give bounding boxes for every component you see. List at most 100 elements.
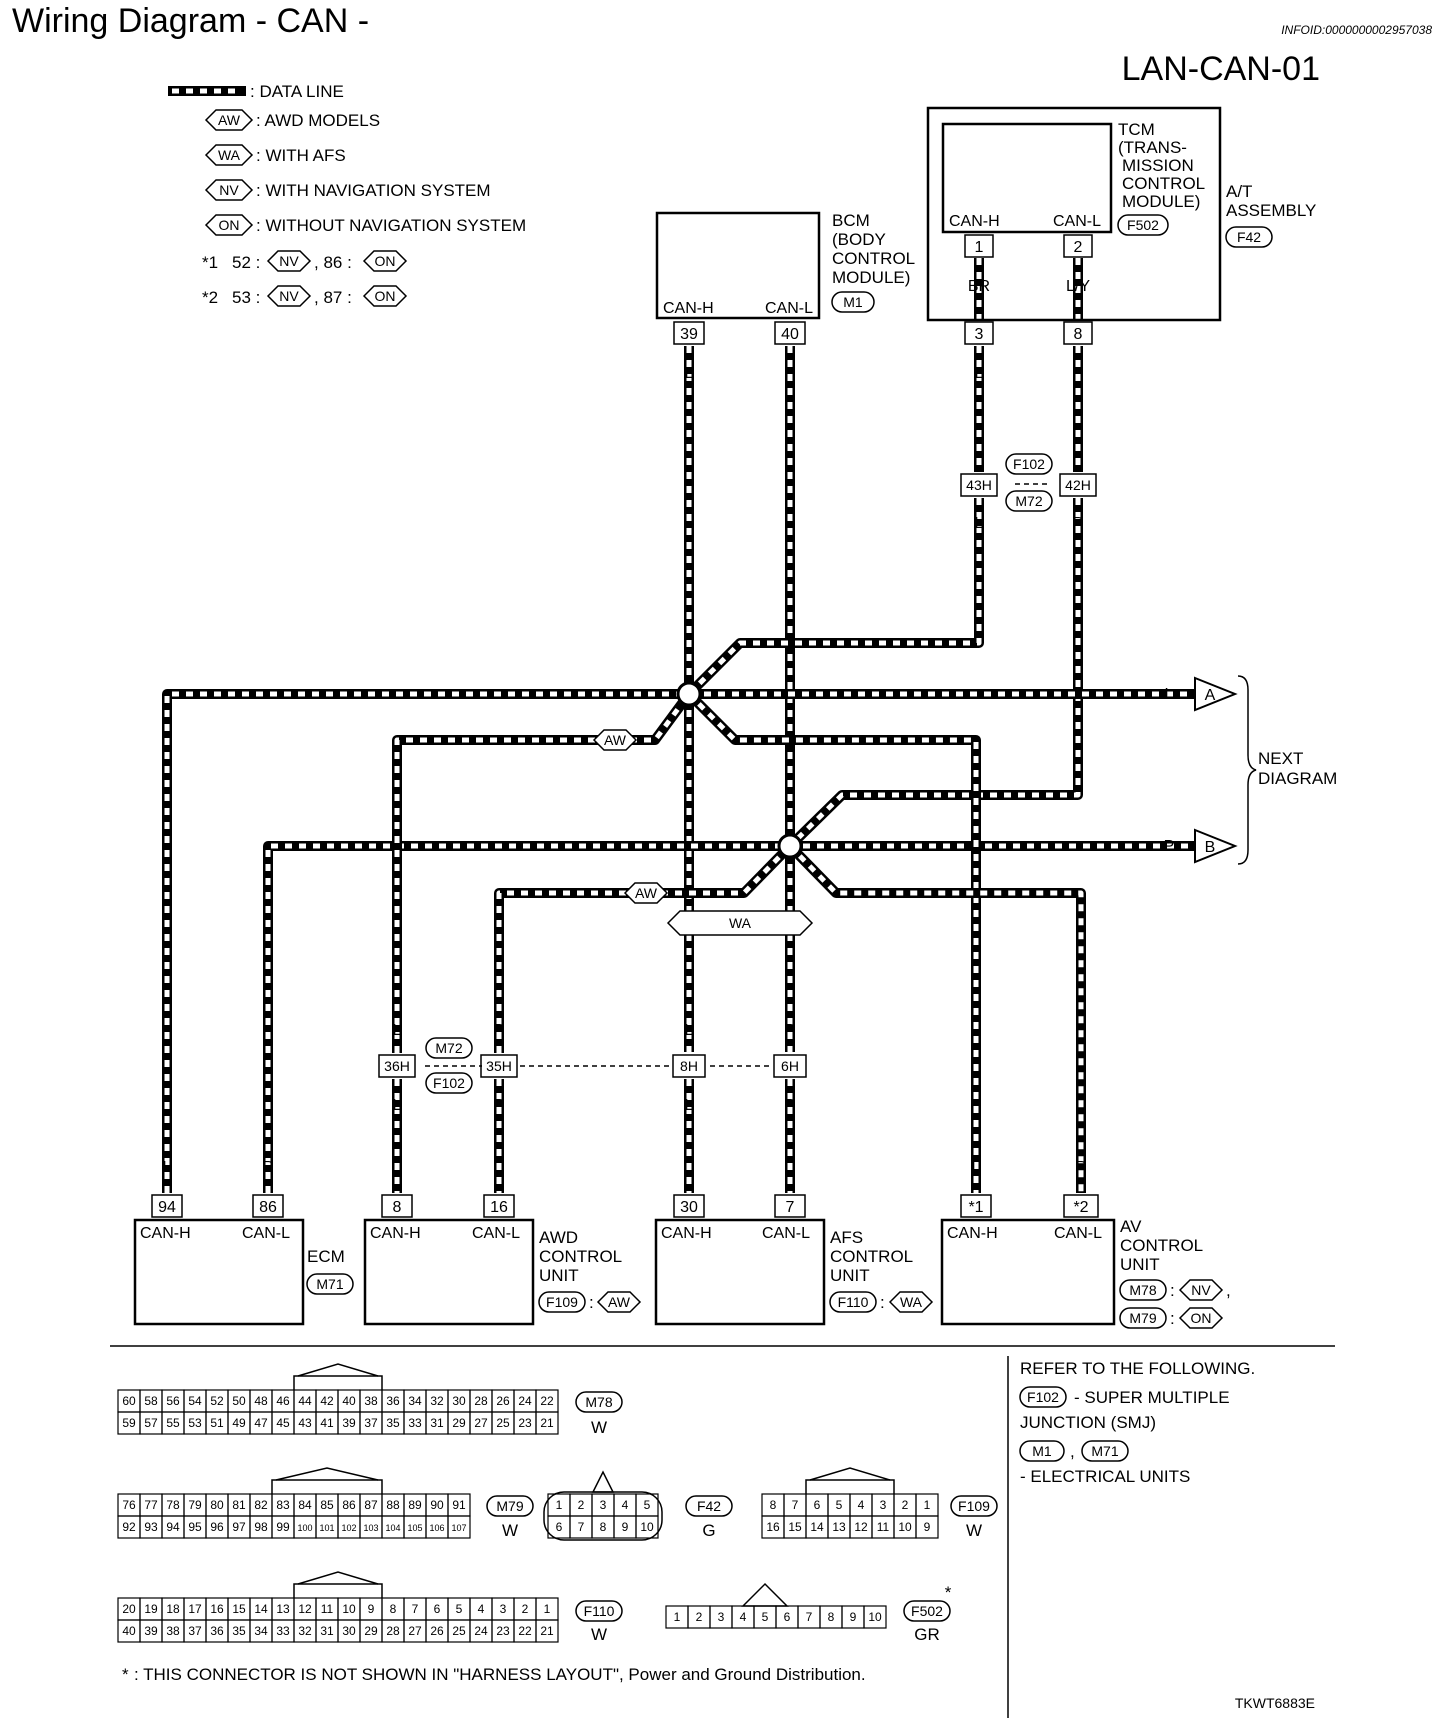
legend-data-line: : DATA LINE <box>250 82 344 101</box>
svg-text:6: 6 <box>556 1520 563 1534</box>
svg-text:2: 2 <box>902 1498 909 1512</box>
svg-text:38: 38 <box>364 1394 378 1408</box>
wire-can-l-trunk <box>263 841 1195 1193</box>
svg-text:14: 14 <box>810 1520 824 1534</box>
svg-text:P: P <box>1076 1159 1087 1176</box>
svg-text:2: 2 <box>522 1602 529 1616</box>
svg-text:94: 94 <box>166 1520 180 1534</box>
svg-text:F109: F109 <box>958 1498 990 1514</box>
svg-text:A: A <box>1205 687 1216 704</box>
svg-text:21: 21 <box>540 1416 554 1430</box>
svg-text:15: 15 <box>232 1602 246 1616</box>
svg-text:34: 34 <box>408 1394 422 1408</box>
svg-text:(TRANS-: (TRANS- <box>1118 138 1187 157</box>
svg-text:9: 9 <box>622 1520 629 1534</box>
svg-text:100: 100 <box>297 1523 312 1533</box>
svg-text:59: 59 <box>122 1416 136 1430</box>
svg-text:WA: WA <box>900 1294 923 1310</box>
svg-text:,: , <box>1070 1442 1075 1461</box>
svg-text:8: 8 <box>600 1520 607 1534</box>
svg-text:7: 7 <box>412 1602 419 1616</box>
svg-text:P: P <box>494 1022 505 1039</box>
svg-text:105: 105 <box>407 1523 422 1533</box>
svg-text:20: 20 <box>122 1602 136 1616</box>
svg-text:35: 35 <box>386 1416 400 1430</box>
svg-text:13: 13 <box>832 1520 846 1534</box>
svg-text:37: 37 <box>188 1624 202 1638</box>
svg-text:F110: F110 <box>838 1294 869 1310</box>
svg-text:36: 36 <box>210 1624 224 1638</box>
svg-text:6: 6 <box>434 1602 441 1616</box>
svg-text:10: 10 <box>898 1520 912 1534</box>
svg-text:DIAGRAM: DIAGRAM <box>1258 769 1337 788</box>
svg-text:M1: M1 <box>1032 1443 1052 1459</box>
svg-text:, 86 :: , 86 : <box>314 253 352 272</box>
svg-text:A/T: A/T <box>1226 182 1252 201</box>
svg-text:27: 27 <box>408 1624 422 1638</box>
svg-text:CONTROL: CONTROL <box>832 249 915 268</box>
svg-text:L: L <box>975 365 984 382</box>
wire-badge-aw-1: AW <box>592 729 638 751</box>
svg-text:7: 7 <box>792 1498 799 1512</box>
svg-text:AV: AV <box>1120 1217 1142 1236</box>
svg-text:3: 3 <box>880 1498 887 1512</box>
svg-text:*: * <box>945 1583 952 1602</box>
svg-text:51: 51 <box>210 1416 224 1430</box>
svg-text:WA: WA <box>729 915 752 931</box>
svg-text:9: 9 <box>850 1610 857 1624</box>
svg-text:106: 106 <box>429 1523 444 1533</box>
svg-text:M71: M71 <box>316 1276 343 1292</box>
svg-text:CAN-L: CAN-L <box>765 300 813 317</box>
svg-text:10: 10 <box>342 1602 356 1616</box>
svg-text:2: 2 <box>578 1498 585 1512</box>
svg-text:35: 35 <box>232 1624 246 1638</box>
afs-control-unit: 30 7 CAN-H CAN-L AFS CONTROL UNIT F110 :… <box>654 1194 934 1326</box>
svg-text:,: , <box>1226 1281 1231 1300</box>
svg-text:M78: M78 <box>585 1394 612 1410</box>
svg-text:11: 11 <box>321 1602 334 1616</box>
svg-text:ASSEMBLY: ASSEMBLY <box>1226 201 1316 220</box>
svg-text:93: 93 <box>144 1520 158 1534</box>
svg-text:*2: *2 <box>202 288 218 307</box>
svg-text:99: 99 <box>276 1520 290 1534</box>
svg-text:*1: *1 <box>968 1199 983 1216</box>
svg-text:13: 13 <box>276 1602 290 1616</box>
svg-text:L: L <box>685 365 694 382</box>
svg-text:P: P <box>1073 365 1084 382</box>
joint-upper: 43H 42H F102 M72 <box>960 453 1097 512</box>
svg-text:1: 1 <box>556 1498 563 1512</box>
svg-text:52 :: 52 : <box>232 253 260 272</box>
svg-text:33: 33 <box>408 1416 422 1430</box>
svg-text:4: 4 <box>858 1498 865 1512</box>
svg-text:81: 81 <box>232 1498 246 1512</box>
svg-text:83: 83 <box>276 1498 290 1512</box>
svg-text:17: 17 <box>188 1602 202 1616</box>
wire-tcm-can-l <box>786 346 1083 850</box>
svg-text:22: 22 <box>518 1624 532 1638</box>
svg-text:97: 97 <box>232 1520 246 1534</box>
svg-text:28: 28 <box>474 1394 488 1408</box>
svg-text:90: 90 <box>430 1498 444 1512</box>
svg-text:AW: AW <box>604 732 627 748</box>
svg-text:95: 95 <box>188 1520 202 1534</box>
wire-labels: L P L P L P L P L P L P L P L P L P L P <box>163 365 1175 1176</box>
svg-text:B: B <box>1205 839 1216 856</box>
wire-can-h-trunk <box>162 689 1195 1193</box>
svg-text:4: 4 <box>740 1610 747 1624</box>
svg-text:3: 3 <box>718 1610 725 1624</box>
svg-text:6: 6 <box>784 1610 791 1624</box>
svg-text:CAN-L: CAN-L <box>762 1225 810 1242</box>
svg-text:87: 87 <box>364 1498 378 1512</box>
svg-text:CAN-H: CAN-H <box>663 300 714 317</box>
svg-text:76: 76 <box>122 1498 136 1512</box>
wire-av-can-h <box>685 690 981 1193</box>
svg-text:52: 52 <box>210 1394 224 1408</box>
at-assembly: CAN-H CAN-L TCM (TRANS- MISSION CONTROL … <box>926 106 1316 345</box>
svg-text:8: 8 <box>770 1498 777 1512</box>
svg-text:23: 23 <box>496 1624 510 1638</box>
svg-text:86: 86 <box>259 1199 277 1216</box>
svg-text:5: 5 <box>644 1498 651 1512</box>
svg-text:L: L <box>975 515 984 532</box>
